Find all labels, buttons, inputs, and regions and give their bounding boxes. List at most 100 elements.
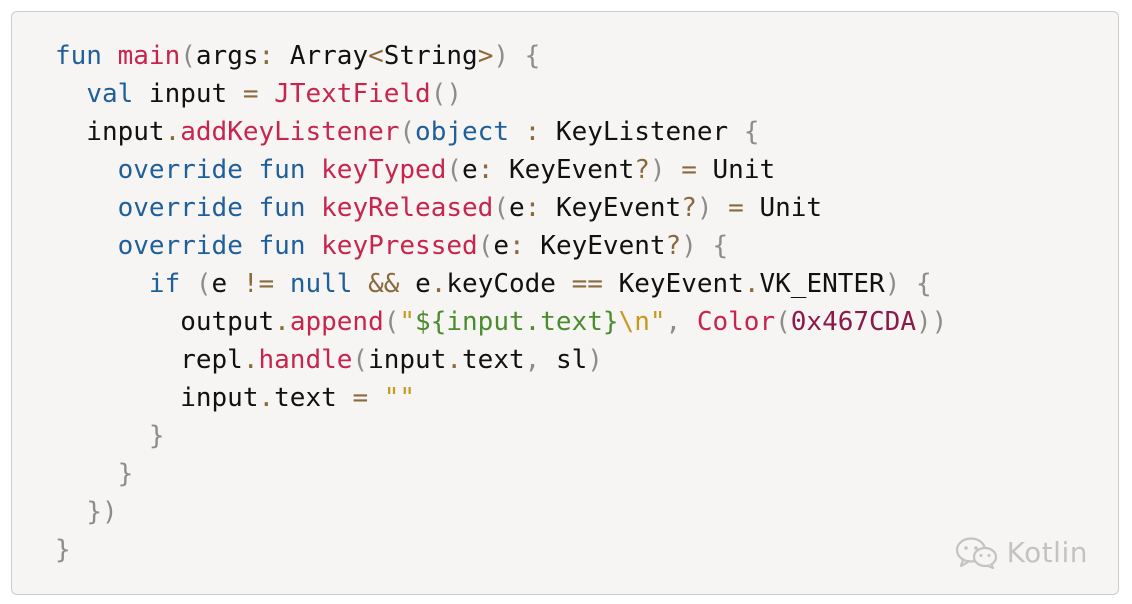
code-token: != xyxy=(242,269,275,299)
code-token: ( xyxy=(383,307,400,337)
code-token: KeyListener xyxy=(540,117,744,147)
code-token: append xyxy=(289,307,384,337)
code-token: fun xyxy=(258,155,306,185)
code-token: && xyxy=(368,269,400,299)
code-token xyxy=(180,269,196,299)
code-token: ) xyxy=(649,155,666,185)
code-token: ( xyxy=(195,269,212,299)
code-token: fun xyxy=(258,193,306,223)
code-token: KeyEvent xyxy=(524,231,666,261)
code-token: () xyxy=(430,79,463,109)
code-token: ( xyxy=(775,307,791,337)
code-token: , xyxy=(524,345,541,375)
code-token xyxy=(368,383,384,413)
code-token xyxy=(305,231,321,261)
code-token: . xyxy=(274,307,290,337)
watermark: Kotlin xyxy=(955,536,1088,569)
code-line: input.text = "" xyxy=(55,379,947,417)
code-token: KeyEvent xyxy=(602,269,744,299)
code-token: keyCode xyxy=(446,269,572,299)
code-token: addKeyListener xyxy=(180,117,400,147)
code-token: e xyxy=(462,155,478,185)
code-token xyxy=(55,459,118,489)
code-token: { xyxy=(524,41,541,71)
code-token: ) xyxy=(884,269,901,299)
code-token: fun xyxy=(258,231,306,261)
code-line: } xyxy=(55,455,947,493)
code-token: )) xyxy=(916,307,948,337)
code-token: : xyxy=(258,41,275,71)
code-token xyxy=(55,421,149,451)
code-token: Unit xyxy=(743,193,823,223)
code-token: . xyxy=(258,383,275,413)
code-token: JTextField xyxy=(274,79,431,109)
code-line: } xyxy=(55,531,947,569)
code-token: e xyxy=(493,231,509,261)
code-token: \n" xyxy=(618,307,666,337)
code-token: ) xyxy=(493,41,509,71)
code-token: text xyxy=(462,345,525,375)
watermark-text: Kotlin xyxy=(1006,536,1088,569)
code-token: : xyxy=(477,155,494,185)
code-token: : xyxy=(524,193,541,223)
code-token: override xyxy=(117,193,243,223)
code-token: ) xyxy=(587,345,603,375)
code-token: KeyEvent xyxy=(493,155,635,185)
code-token: override xyxy=(117,231,243,261)
code-token: e xyxy=(211,269,243,299)
code-token xyxy=(55,231,118,261)
code-token: ${input.text} xyxy=(415,307,619,337)
code-token: == xyxy=(571,269,603,299)
code-token: { xyxy=(916,269,932,299)
code-token xyxy=(243,231,259,261)
code-token: object xyxy=(415,117,509,147)
code-token: 0x467CDA xyxy=(790,307,916,337)
code-token xyxy=(681,307,697,337)
code-token: ( xyxy=(493,193,509,223)
code-token: : xyxy=(509,231,525,261)
code-token xyxy=(305,193,321,223)
code-token: val xyxy=(86,79,134,109)
code-token xyxy=(55,79,86,109)
code-line: override fun keyReleased(e: KeyEvent?) =… xyxy=(55,189,947,227)
code-token: Array xyxy=(274,41,369,71)
code-token xyxy=(55,269,149,299)
code-token xyxy=(274,269,290,299)
code-token: ? xyxy=(665,231,682,261)
code-token: handle xyxy=(258,345,353,375)
code-token xyxy=(352,269,368,299)
code-token xyxy=(55,155,118,185)
code-token: Unit xyxy=(696,155,776,185)
code-token: = xyxy=(681,155,697,185)
code-token: { xyxy=(712,231,729,261)
code-token: args xyxy=(195,41,259,71)
code-line: val input = JTextField() xyxy=(55,75,947,113)
code-token xyxy=(900,269,916,299)
code-line: output.append("${input.text}\n", Color(0… xyxy=(55,303,947,341)
code-token: keyReleased xyxy=(321,193,494,223)
code-token: keyPressed xyxy=(321,231,478,261)
code-token: . xyxy=(743,269,760,299)
code-line: repl.handle(input.text, sl) xyxy=(55,341,947,379)
code-block: fun main(args: Array<String>) { val inpu… xyxy=(11,11,1119,595)
code-line: } xyxy=(55,417,947,455)
code-token: null xyxy=(289,269,353,299)
code-token: } xyxy=(55,535,71,565)
code-token: " xyxy=(399,307,416,337)
code-token: : xyxy=(524,117,541,147)
code-token xyxy=(55,193,118,223)
code-token: { xyxy=(743,117,760,147)
code-token: . xyxy=(430,269,447,299)
code-token xyxy=(243,155,259,185)
code-token: output xyxy=(55,307,275,337)
code-token xyxy=(55,497,86,527)
code-token: = xyxy=(242,79,259,109)
code-token: . xyxy=(446,345,463,375)
code-token: text xyxy=(274,383,353,413)
code-token: . xyxy=(242,345,259,375)
code-token: ( xyxy=(446,155,463,185)
code-token: ( xyxy=(477,231,494,261)
code-token: . xyxy=(164,117,181,147)
code-token: }) xyxy=(86,497,118,527)
code-token: } xyxy=(117,459,134,489)
